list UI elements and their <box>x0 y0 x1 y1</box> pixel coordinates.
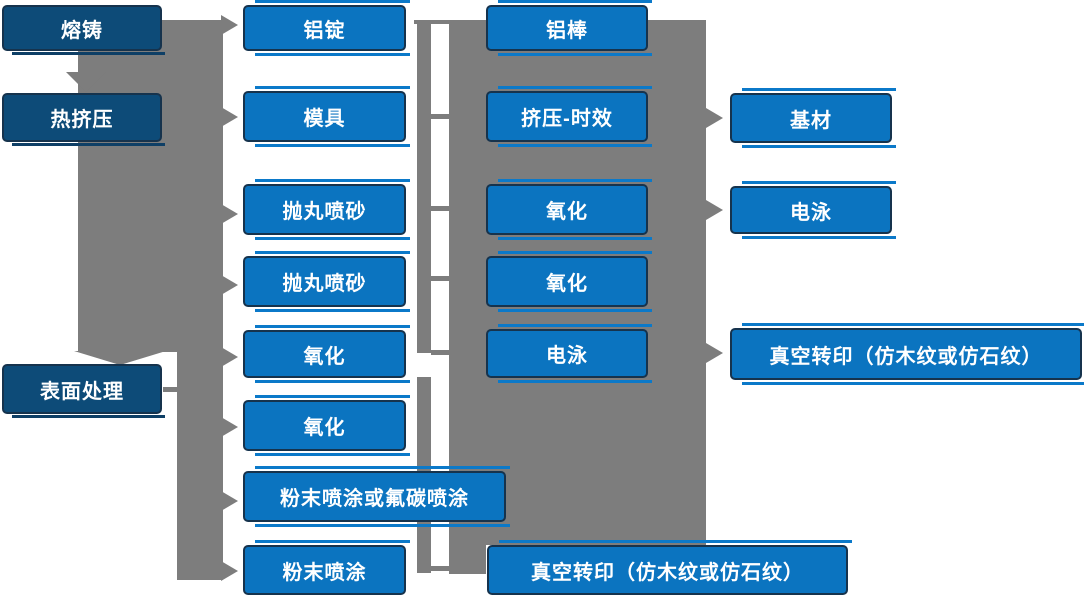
connector-tie <box>431 276 449 281</box>
connector-tie <box>431 350 449 355</box>
connector-band-left-lower <box>177 352 223 580</box>
arrow-right-icon <box>221 347 238 367</box>
arrow-right-icon <box>221 204 238 224</box>
node-oxidation-2: 氧化 <box>243 395 410 456</box>
arrow-right-icon <box>221 15 238 35</box>
node-substrate: 基材 <box>730 88 896 148</box>
node-shot-blast-1: 抛丸喷砂 <box>243 179 410 240</box>
node-hot-extrusion: 热挤压 <box>2 93 165 146</box>
node-al-rod: 铝棒 <box>486 0 652 56</box>
arrow-right-icon <box>221 417 238 437</box>
node-powder-or-fluorocarbon: 粉末喷涂或氟碳喷涂 <box>243 466 510 527</box>
connector-tie <box>431 566 449 571</box>
arrow-right-icon <box>706 343 723 363</box>
node-oxidation-3: 氧化 <box>486 179 652 240</box>
arrow-right-icon <box>221 561 238 581</box>
node-mold: 模具 <box>243 86 410 147</box>
connector-tie <box>431 206 449 211</box>
arrow-down-icon <box>74 351 166 365</box>
arrow-right-icon <box>221 491 238 511</box>
connector-band-left <box>78 20 223 352</box>
connector-bar-middle-top <box>417 20 431 353</box>
connector-block-foot <box>449 545 486 574</box>
arrow-right-icon <box>221 275 238 295</box>
node-shot-blast-2: 抛丸喷砂 <box>243 251 410 312</box>
node-vacuum-transfer-2: 真空转印（仿木纹或仿石纹） <box>730 323 1084 385</box>
node-al-ingot: 铝锭 <box>243 0 410 56</box>
node-surface-treatment: 表面处理 <box>2 364 165 418</box>
node-vacuum-transfer-1: 真空转印（仿木纹或仿石纹） <box>487 540 852 595</box>
arrow-right-icon <box>221 107 238 127</box>
node-extrusion-aging: 挤压-时效 <box>486 86 652 147</box>
connector-surface-link <box>163 387 177 392</box>
node-oxidation-4: 氧化 <box>486 251 652 312</box>
node-powder: 粉末喷涂 <box>243 540 410 595</box>
connector-tie <box>414 20 449 24</box>
arrow-right-icon <box>706 200 723 220</box>
node-oxidation-1: 氧化 <box>243 325 410 383</box>
node-electrophoresis-1: 电泳 <box>486 324 652 383</box>
connector-tie <box>431 114 449 119</box>
arrow-down-icon <box>66 72 106 92</box>
node-electrophoresis-2: 电泳 <box>730 181 896 239</box>
node-melt-cast: 熔铸 <box>2 5 165 55</box>
arrow-right-icon <box>706 108 723 128</box>
